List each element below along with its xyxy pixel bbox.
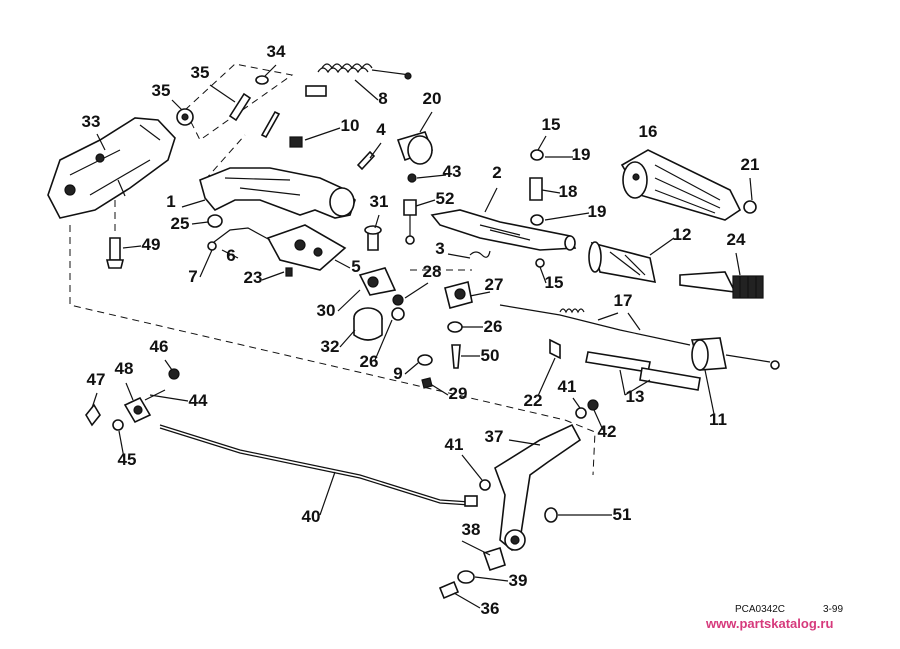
callout-52: 52 [436,189,455,208]
leader-lines [91,64,753,609]
lever-pivot-hardware [438,546,506,600]
callout-8: 8 [378,89,387,108]
callout-37: 37 [485,427,504,446]
callout-21: 21 [741,155,760,174]
callout-35: 35 [152,81,171,100]
callout-41: 41 [558,377,577,396]
throttle-cable [499,304,780,371]
callout-26: 26 [360,352,379,371]
callout-32: 32 [321,337,340,356]
rod-end-hardware [85,368,180,431]
callout-43: 43 [443,162,462,181]
callout-24: 24 [727,230,746,249]
spacer-and-pin [176,75,281,139]
callout-10: 10 [341,116,360,135]
callout-1: 1 [166,192,175,211]
callout-20: 20 [423,89,442,108]
throttle-shaft [430,209,577,251]
spring [469,250,491,258]
pivot-parts [353,267,473,389]
callout-23: 23 [244,268,263,287]
tiller-housing [199,167,356,219]
callout-19: 19 [588,202,607,221]
callout-51: 51 [613,505,632,524]
callout-17: 17 [614,291,633,310]
callout-47: 47 [87,370,106,389]
callout-29: 29 [449,384,468,403]
callout-18: 18 [559,182,578,201]
assembly-guide-lines [69,63,596,476]
callout-41: 41 [445,435,464,454]
callout-19: 19 [572,145,591,164]
callout-16: 16 [639,122,658,141]
washer-25 [207,214,223,228]
callout-50: 50 [481,346,500,365]
bolt-49 [105,237,125,269]
callout-25: 25 [171,214,190,233]
callout-6: 6 [226,246,235,265]
callout-44: 44 [189,391,208,410]
catalog-code: PCA0342C [735,604,785,615]
callout-15: 15 [542,115,561,134]
callout-30: 30 [317,301,336,320]
callout-7: 7 [188,267,197,286]
pivot-pin [364,225,382,251]
nuts-41-42 [479,399,599,491]
grip-sleeve [588,241,657,283]
callout-45: 45 [118,450,137,469]
callout-2: 2 [492,163,501,182]
throttle-grip [620,149,757,221]
bushing-nut-screw [396,131,434,245]
callout-15: 15 [545,273,564,292]
callout-28: 28 [423,262,442,281]
callout-48: 48 [115,359,134,378]
callout-12: 12 [673,225,692,244]
kill-switch-cord [305,63,412,97]
callout-33: 33 [82,112,101,131]
watermark-text: www.partskatalog.ru [705,616,833,631]
revision-date: 3-99 [823,604,843,615]
callout-26: 26 [484,317,503,336]
callout-4: 4 [376,120,386,139]
shift-lever [494,423,582,552]
callout-46: 46 [150,337,169,356]
washer-51 [544,507,558,523]
callout-40: 40 [302,507,321,526]
callout-36: 36 [481,599,500,618]
callout-42: 42 [598,422,617,441]
callout-35: 35 [191,63,210,82]
cable-sleeves [549,338,701,391]
shift-rod [159,424,478,507]
switch-plate [207,224,347,277]
clip-and-pin [289,136,376,171]
callout-5: 5 [351,257,360,276]
callout-22: 22 [524,391,543,410]
callout-39: 39 [509,571,528,590]
callout-38: 38 [462,520,481,539]
tiller-bracket [47,117,176,219]
callout-13: 13 [626,387,645,406]
callout-9: 9 [393,364,402,383]
callout-34: 34 [267,42,286,61]
callout-49: 49 [142,235,161,254]
callout-31: 31 [370,192,389,211]
stop-switch [679,271,764,299]
callout-27: 27 [485,275,504,294]
callout-11: 11 [709,410,727,429]
callout-labels: 1234567891011121315151617181919202122232… [82,42,760,618]
callout-3: 3 [435,239,444,258]
friction-parts [529,149,545,268]
